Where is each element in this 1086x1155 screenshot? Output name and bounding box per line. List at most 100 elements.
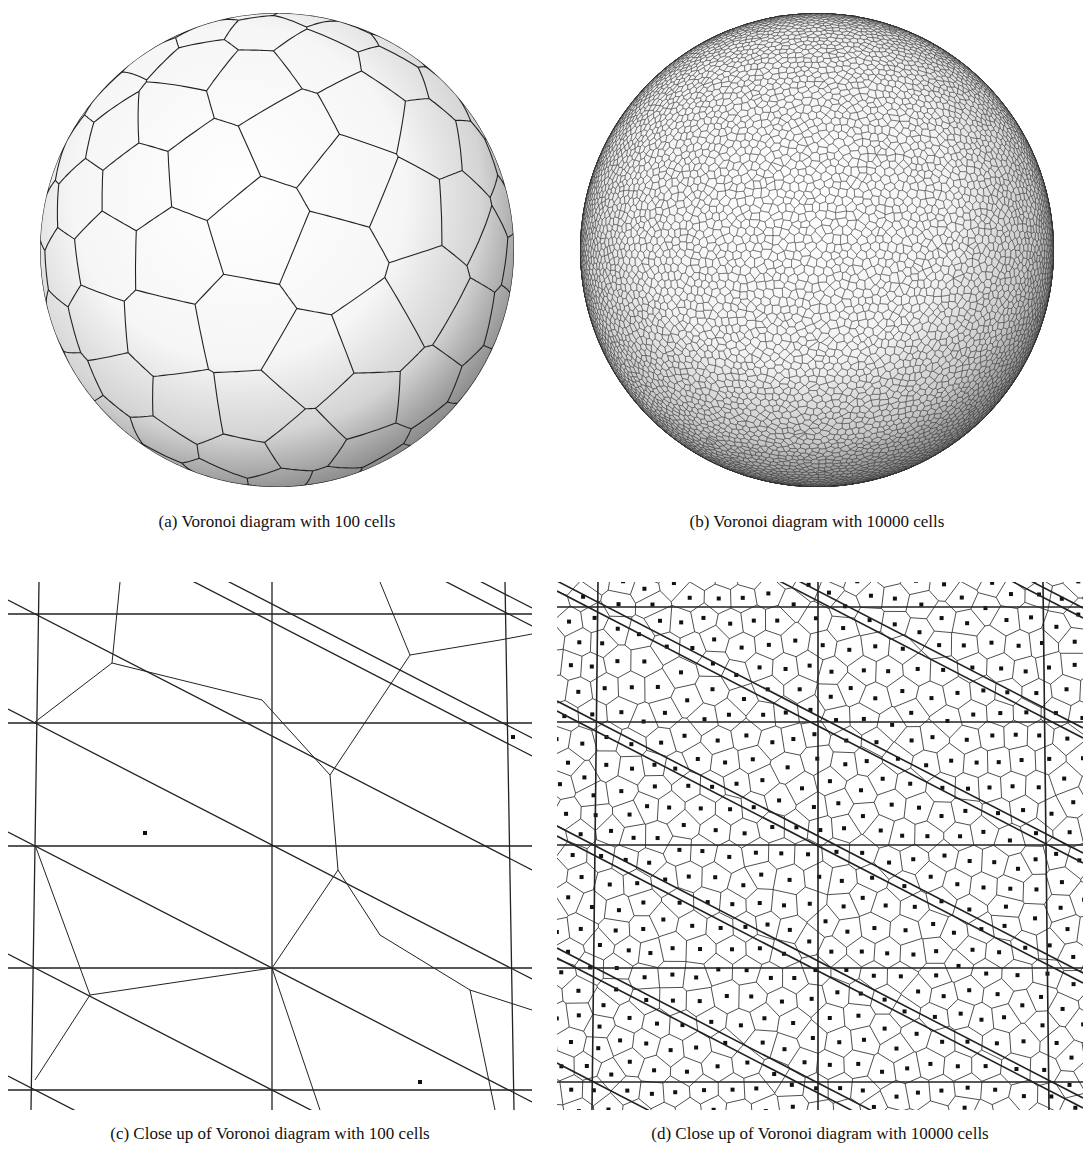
seed-point [997,760,1001,764]
seed-point [881,777,885,781]
seed-point [998,711,1002,715]
seed-point [717,597,721,601]
seed-point [559,970,563,974]
seed-point [934,973,938,977]
seed-point [928,1062,932,1066]
seed-point [1049,1094,1053,1098]
seed-point [1048,943,1052,947]
seed-point [782,1047,786,1051]
seed-point [579,927,583,931]
seed-point [742,697,746,701]
seed-point [1054,852,1058,856]
seed-point [869,594,873,598]
seed-point [1061,1007,1065,1011]
seed-point [1024,710,1028,714]
voronoi-edge [380,582,532,655]
seed-point [834,850,838,854]
seed-point [716,1064,720,1068]
seed-point [862,717,866,721]
seed-point [999,666,1003,670]
seed-point [766,591,770,595]
seed-point [648,951,652,955]
seed-point [1014,1067,1018,1071]
seed-point [727,713,731,717]
seed-point [949,759,953,763]
seed-point [782,903,786,907]
seed-point [557,737,558,741]
seed-point [900,689,904,693]
seed-point [647,861,651,865]
seed-point [1040,1023,1044,1027]
seed-point [644,1042,648,1046]
seed-point [635,881,639,885]
seed-point [716,739,720,743]
seed-point [981,830,985,834]
voronoi-edge [35,582,120,722]
seed-point [740,646,744,650]
seed-point [956,1064,960,1068]
seed-point [901,647,905,651]
seed-point [929,875,933,879]
seed-point [942,994,946,998]
seed-point [982,885,986,889]
seed-points [143,735,515,1084]
seed-point [580,875,584,879]
seed-point [577,1013,581,1017]
seed-point [567,620,571,624]
seed-point [569,1088,573,1092]
seed-point [933,1015,937,1019]
grid-lines [8,582,532,1110]
seed-point [824,919,828,923]
seed-point [895,1095,899,1099]
seed-point [582,775,586,779]
seed-point [558,782,562,786]
seed-point [1020,1003,1024,1007]
seed-point [710,785,714,789]
seed-point [598,1025,602,1029]
seed-point [1047,666,1051,670]
seed-point [855,582,859,583]
seed-point [564,812,568,816]
seed-point [886,669,890,673]
seed-point [629,742,633,746]
seed-point [811,1036,815,1040]
seed-point [812,805,816,809]
seed-point [890,803,894,807]
seed-point [694,1046,698,1050]
seed-point [829,950,833,954]
seed-point [970,666,974,670]
seed-point [1082,898,1083,902]
seed-point [593,616,597,620]
seed-point [879,828,883,832]
seed-point [1073,640,1077,644]
seed-point [667,806,671,810]
seed-point [761,713,765,717]
seed-point [793,639,797,643]
grid-line [592,582,1049,1110]
seed-point [934,949,938,953]
seed-point [965,1040,969,1044]
seed-point [644,998,648,1002]
seed-point [861,896,865,900]
seed-point [698,947,702,951]
caption: (d) Close up of Voronoi diagram with 100… [648,1124,991,1144]
seed-point [1059,906,1063,910]
seed-point [618,1038,622,1042]
seed-point [739,1023,743,1027]
seed-point [940,616,944,620]
seed-point [916,989,920,993]
seed-point [712,637,716,641]
seed-point [874,740,878,744]
voronoi-edge [330,655,532,1010]
seed-point [966,787,970,791]
seed-point [577,1109,581,1110]
seed-point [775,619,779,623]
seed-point [967,908,971,912]
seed-point [791,1105,795,1109]
seed-point [996,811,1000,815]
seed-point [598,943,602,947]
seed-point [963,1106,967,1110]
seed-point [937,643,941,647]
seed-point [694,975,698,979]
seed-point [872,926,876,930]
